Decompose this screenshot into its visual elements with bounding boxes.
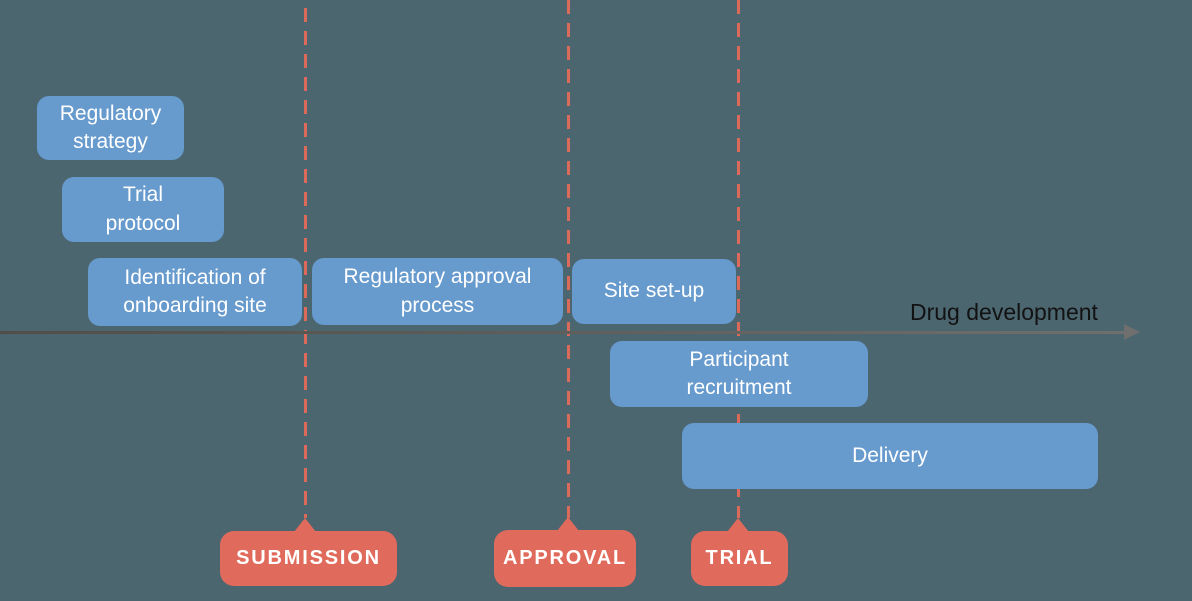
task-label: Participant recruitment: [686, 347, 792, 399]
submission-dashed-line: [304, 8, 307, 518]
milestone-label: TRIAL: [705, 547, 774, 569]
task-regulatory-approval-process: Regulatory approval process: [312, 258, 563, 325]
milestone-trial: TRIAL: [691, 518, 788, 586]
milestone-label: APPROVAL: [502, 547, 628, 569]
callout-pointer-icon: [294, 518, 316, 532]
task-label: Regulatory approval process: [343, 265, 532, 317]
timeline-arrowhead-icon: [1124, 324, 1140, 340]
task-site-set-up: Site set-up: [572, 259, 736, 324]
task-label: Trial protocol: [105, 183, 181, 235]
timeline-axis-line: [0, 331, 1124, 334]
task-regulatory-strategy: Regulatory strategy: [37, 96, 184, 160]
callout-pointer-icon: [727, 518, 749, 532]
task-identification-of-onboarding-site: Identification of onboarding site: [88, 258, 302, 326]
task-trial-protocol: Trial protocol: [62, 177, 224, 242]
milestone-label: SUBMISSION: [236, 547, 381, 569]
approval-dashed-line: [567, 0, 570, 518]
milestone-submission: SUBMISSION: [220, 518, 397, 586]
task-delivery: Delivery: [682, 423, 1098, 489]
trial-dashed-line: [737, 0, 740, 518]
task-label: Regulatory strategy: [59, 101, 162, 153]
task-label: Delivery: [852, 443, 928, 467]
callout-pointer-icon: [557, 517, 579, 531]
task-participant-recruitment: Participant recruitment: [610, 341, 868, 407]
milestone-approval: APPROVAL: [494, 517, 636, 587]
timeline-axis-label: Drug development: [910, 299, 1098, 325]
task-label: Site set-up: [603, 279, 705, 303]
task-label: Identification of onboarding site: [123, 265, 267, 317]
